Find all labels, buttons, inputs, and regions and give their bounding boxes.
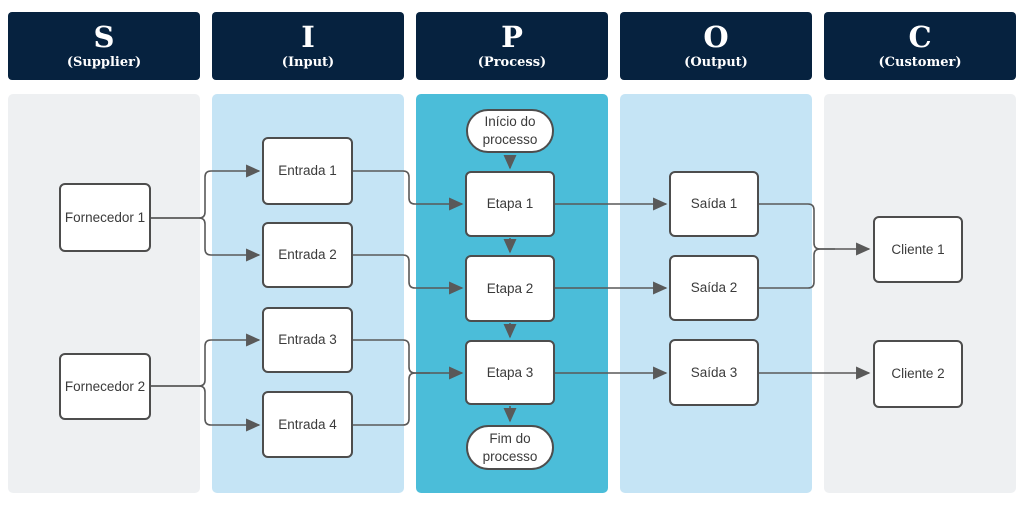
- column-header-customer: C (Customer): [824, 12, 1016, 80]
- column-header-output: O (Output): [620, 12, 812, 80]
- column-letter-c: C: [908, 20, 932, 55]
- node-entrada-1: Entrada 1: [262, 137, 353, 205]
- column-letter-i: I: [301, 20, 315, 55]
- node-fornecedor-2: Fornecedor 2: [59, 353, 151, 420]
- column-letter-o: O: [703, 20, 729, 55]
- column-subtitle-output: (Output): [684, 54, 748, 70]
- node-entrada-4: Entrada 4: [262, 391, 353, 458]
- node-etapa-2: Etapa 2: [465, 255, 555, 322]
- column-subtitle-supplier: (Supplier): [66, 54, 142, 70]
- node-etapa-3: Etapa 3: [465, 340, 555, 405]
- node-fim-do-processo: Fim do processo: [466, 425, 554, 470]
- node-etapa-1: Etapa 1: [465, 171, 555, 237]
- supplier-lane: [8, 94, 200, 493]
- node-fornecedor-1: Fornecedor 1: [59, 183, 151, 252]
- column-header-process: P (Process): [416, 12, 608, 80]
- column-subtitle-input: (Input): [281, 54, 335, 70]
- node-entrada-3: Entrada 3: [262, 307, 353, 373]
- column-header-input: I (Input): [212, 12, 404, 80]
- customer-lane: [824, 94, 1016, 493]
- column-letter-s: S: [93, 20, 115, 55]
- column-subtitle-customer: (Customer): [878, 54, 962, 70]
- node-entrada-2: Entrada 2: [262, 222, 353, 288]
- node-saida-3: Saída 3: [669, 339, 759, 406]
- node-cliente-1: Cliente 1: [873, 216, 963, 283]
- column-subtitle-process: (Process): [477, 54, 547, 70]
- column-letter-p: P: [501, 20, 523, 55]
- node-inicio-do-processo: Início do processo: [466, 109, 554, 153]
- node-cliente-2: Cliente 2: [873, 340, 963, 408]
- node-saida-1: Saída 1: [669, 171, 759, 237]
- node-saida-2: Saída 2: [669, 255, 759, 321]
- column-header-supplier: S (Supplier): [8, 12, 200, 80]
